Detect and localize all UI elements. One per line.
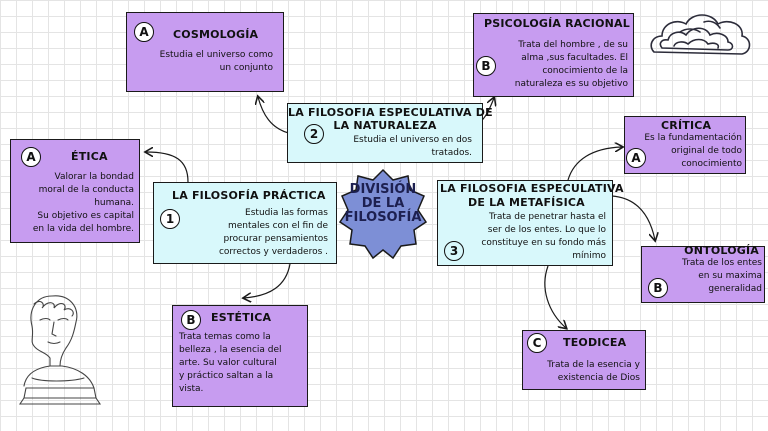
node-description: Valorar la bondad moral de la conducta h… bbox=[33, 171, 134, 236]
node-description: Trata del hombre , de su alma ,sus facul… bbox=[515, 39, 628, 91]
node-description: Trata de los entes en su maxima generali… bbox=[682, 257, 762, 296]
node-ontologia: ONTOLOGÍA B Trata de los entes en su max… bbox=[641, 244, 765, 303]
desc-line: Es la fundamentación bbox=[644, 133, 742, 143]
node-description: Es la fundamentación original de todo co… bbox=[644, 132, 742, 171]
arrow-metafisica-critica bbox=[567, 147, 622, 181]
node-estetica: B ESTÉTICA Trata temas como la belleza ,… bbox=[172, 305, 308, 407]
node-title: PSICOLOGÍA RACIONAL bbox=[484, 17, 630, 30]
node-critica: CRÍTICA A Es la fundamentación original … bbox=[624, 116, 746, 174]
node-description: Estudia el universo en dos tratados. bbox=[353, 134, 472, 160]
title-line: LA FILOSOFIA ESPECULATIVA DE bbox=[288, 106, 493, 119]
center-star-shape bbox=[338, 168, 428, 260]
title-line: LA FILOSOFIA ESPECULATIVA bbox=[440, 182, 624, 195]
desc-line: un conjunto bbox=[219, 63, 273, 73]
title-line: LA NATURALEZA bbox=[333, 119, 437, 132]
desc-line: Trata de penetrar hasta el bbox=[488, 212, 606, 222]
desc-line: en su maxima bbox=[698, 271, 762, 281]
center-title-line: DE LA bbox=[361, 196, 405, 211]
letter-badge: C bbox=[527, 333, 547, 353]
letter-badge: A bbox=[134, 22, 154, 42]
arrow-metafisica-teodicea bbox=[544, 265, 566, 328]
desc-line: naturaleza es su objetivo bbox=[514, 79, 628, 89]
desc-line: procurar pensamientos bbox=[223, 234, 328, 244]
node-description: Trata temas como la belleza , la esencia… bbox=[179, 331, 301, 396]
node-title: ESTÉTICA bbox=[211, 311, 272, 324]
desc-line: generalidad bbox=[708, 284, 762, 294]
desc-line: constituye en su fondo más bbox=[481, 238, 606, 248]
letter-badge: B bbox=[476, 56, 496, 76]
node-filosofia-practica: LA FILOSOFÍA PRÁCTICA 1 Estudia las form… bbox=[153, 182, 337, 264]
desc-line: existencia de Dios bbox=[557, 373, 640, 383]
desc-line: Estudia el universo en dos bbox=[353, 135, 472, 145]
node-description: Trata de penetrar hasta el ser de los en… bbox=[481, 211, 606, 263]
desc-line: conocimiento bbox=[681, 159, 742, 169]
letter-badge: A bbox=[626, 148, 646, 168]
center-title-line: DIVISIÓN bbox=[349, 182, 417, 197]
number-badge: 2 bbox=[304, 124, 324, 144]
arrow-practica-estetica bbox=[244, 263, 291, 298]
node-title: CRÍTICA bbox=[661, 119, 712, 132]
arrow-metafisica-ontologia bbox=[611, 195, 655, 240]
center-title-line: FILOSOFÍA bbox=[344, 210, 422, 225]
title-line: DE LA METAFÍSICA bbox=[468, 196, 585, 209]
desc-line: alma ,sus facultades. El bbox=[521, 53, 628, 63]
arrow-practica-etica bbox=[146, 152, 189, 183]
desc-line: arte. Su valor cultural bbox=[179, 358, 277, 368]
letter-badge: A bbox=[21, 147, 41, 167]
node-psicologia-racional: PSICOLOGÍA RACIONAL B Trata del hombre ,… bbox=[473, 13, 634, 97]
node-title: TEODICEA bbox=[563, 336, 627, 349]
node-title: ONTOLOGÍA bbox=[684, 244, 759, 257]
desc-line: tratados. bbox=[431, 148, 472, 158]
desc-line: original de todo bbox=[671, 146, 742, 156]
desc-line: en la vida del hombre. bbox=[32, 224, 134, 234]
node-etica: A ÉTICA Valorar la bondad moral de la co… bbox=[10, 139, 140, 243]
desc-line: Estudia el universo como bbox=[159, 50, 273, 60]
node-cosmologia: A COSMOLOGÍA Estudia el universo como un… bbox=[126, 12, 284, 92]
node-description: Trata de la esencia y existencia de Dios bbox=[547, 359, 640, 385]
node-description: Estudia las formas mentales con el fin d… bbox=[219, 207, 328, 259]
node-description: Estudia el universo como un conjunto bbox=[160, 49, 273, 75]
desc-line: ser de los entes. Lo que lo bbox=[487, 225, 606, 235]
node-title: LA FILOSOFIA ESPECULATIVA DE LA NATURALE… bbox=[288, 106, 493, 132]
desc-line: moral de la conducta bbox=[38, 185, 134, 195]
node-title: LA FILOSOFÍA PRÁCTICA bbox=[172, 189, 326, 202]
number-badge: 3 bbox=[444, 241, 464, 261]
desc-line: humana. bbox=[94, 198, 134, 208]
desc-line: Estudia las formas bbox=[245, 208, 328, 218]
desc-line: Trata de los entes bbox=[682, 258, 762, 268]
desc-line: Trata de la esencia y bbox=[547, 360, 640, 370]
node-especulativa-naturaleza: LA FILOSOFIA ESPECULATIVA DE LA NATURALE… bbox=[287, 103, 493, 163]
node-especulativa-metafisica: LA FILOSOFIA ESPECULATIVA DE LA METAFÍSI… bbox=[437, 180, 624, 266]
desc-line: Trata temas como la bbox=[179, 332, 271, 342]
desc-line: belleza , la esencia del bbox=[179, 345, 282, 355]
desc-line: Valorar la bondad bbox=[54, 172, 135, 182]
desc-line: conocimiento de la bbox=[542, 66, 628, 76]
desc-line: mínimo bbox=[572, 251, 606, 261]
center-title: DIVISIÓN DE LA FILOSOFÍA bbox=[338, 183, 428, 225]
desc-line: y práctico saltan a la bbox=[179, 371, 274, 381]
desc-line: mentales con el fin de bbox=[227, 221, 328, 231]
desc-line: Trata del hombre , de su bbox=[518, 40, 628, 50]
letter-badge: B bbox=[181, 310, 201, 330]
desc-line: Su objetivo es capital bbox=[37, 211, 134, 221]
letter-badge: B bbox=[648, 278, 668, 298]
number-badge: 1 bbox=[160, 209, 180, 229]
node-teodicea: C TEODICEA Trata de la esencia y existen… bbox=[522, 330, 646, 390]
statue-bust-icon bbox=[18, 295, 102, 405]
node-title: LA FILOSOFIA ESPECULATIVA DE LA METAFÍSI… bbox=[440, 182, 624, 210]
node-title: ÉTICA bbox=[71, 150, 108, 163]
node-title: COSMOLOGÍA bbox=[173, 28, 259, 41]
desc-line: vista. bbox=[179, 384, 204, 394]
desc-line: correctos y verdaderos . bbox=[218, 247, 328, 257]
cloud-doodle-icon bbox=[650, 14, 751, 55]
